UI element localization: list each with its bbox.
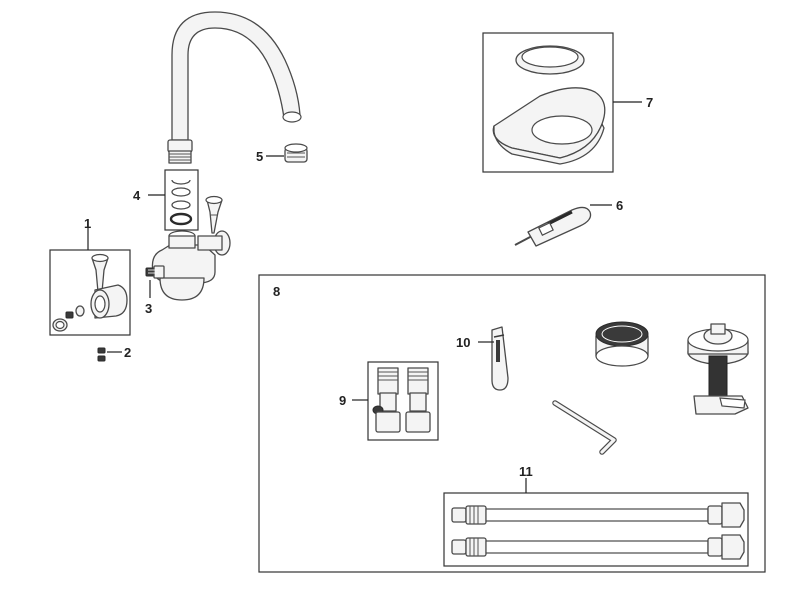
callout-5: 5	[256, 149, 263, 164]
callout-3: 3	[145, 301, 152, 316]
callout-1: 1	[84, 216, 91, 231]
callout-2: 2	[124, 345, 131, 360]
flexible-hose-bottom	[451, 534, 745, 560]
flexible-hoses	[443, 492, 749, 567]
spanner	[491, 326, 509, 391]
cap	[595, 321, 649, 367]
callout-10: 10	[456, 335, 470, 350]
set-screws	[97, 347, 106, 362]
base-plate	[482, 32, 614, 173]
spout	[167, 11, 302, 164]
allen-key	[552, 400, 617, 455]
callout-7: 7	[646, 95, 653, 110]
callout-9: 9	[339, 393, 346, 408]
callout-6: 6	[616, 198, 623, 213]
mounting-kit	[687, 323, 749, 415]
callout-8: 8	[273, 284, 280, 299]
tap-body	[151, 195, 231, 301]
callout-11: 11	[519, 464, 533, 479]
callout-4: 4	[133, 188, 141, 203]
flexible-hose-top	[451, 502, 745, 528]
removal-tool	[514, 206, 592, 247]
isolation-valve-right	[405, 367, 431, 433]
cartridge	[145, 265, 165, 279]
isolation-valve-left	[372, 367, 401, 433]
isolation-valves	[367, 361, 439, 441]
o-ring-kit	[164, 169, 199, 231]
valve-kit-box	[258, 274, 766, 573]
handle-assembly	[49, 249, 131, 336]
aerator	[284, 143, 308, 163]
